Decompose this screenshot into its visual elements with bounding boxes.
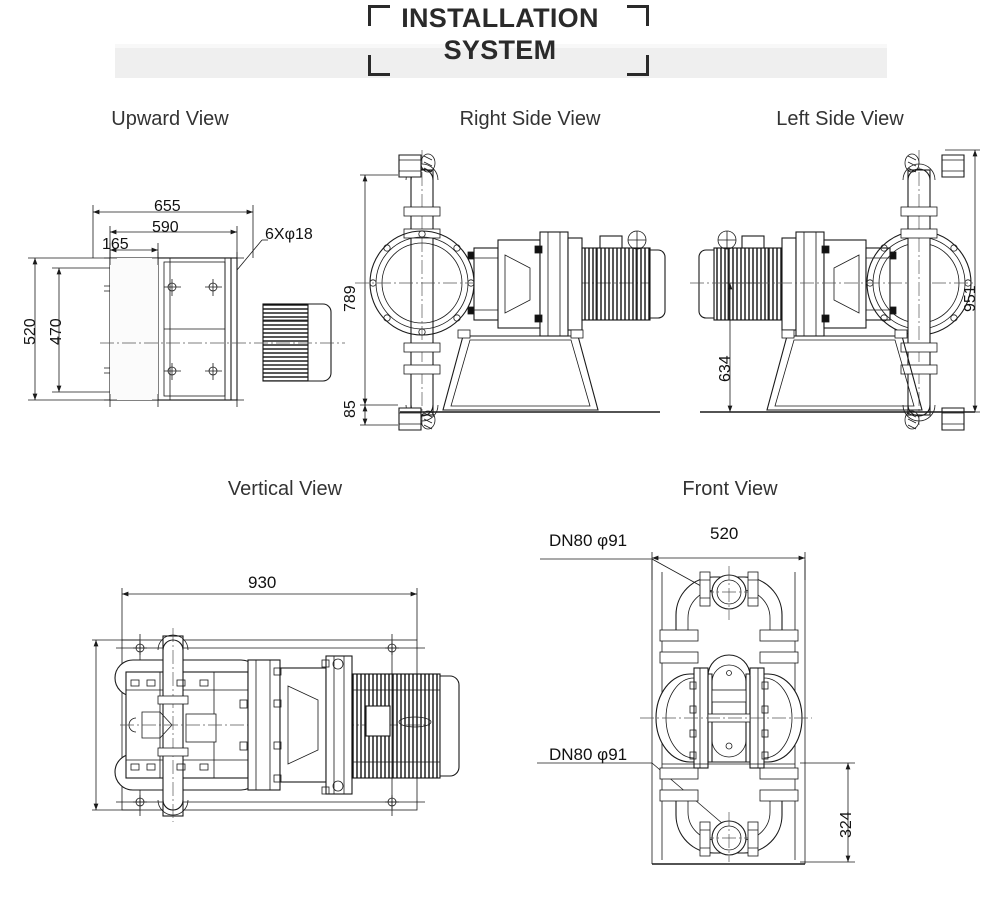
view-title-right-side: Right Side View (459, 108, 601, 130)
title-bracket-top-right (627, 5, 649, 26)
header-band-fade (115, 44, 887, 48)
view-title-upward: Upward View (111, 108, 229, 130)
title-bracket-bottom-left (368, 55, 390, 76)
page-title: INSTALLATION SYSTEM (0, 2, 1000, 66)
view-title-front: Front View (682, 478, 778, 500)
dim-vertical-930: 930 (248, 573, 277, 592)
dim-upward-hole-note: 6Xφ18 (265, 226, 313, 243)
view-title-left-side: Left Side View (776, 108, 904, 130)
vertical-view-drawing (92, 588, 460, 822)
header-band (115, 48, 887, 78)
page-title-line2: SYSTEM (443, 35, 557, 65)
dim-front-port-top: DN80 φ91 (549, 531, 628, 550)
left-side-view-drawing (690, 149, 980, 431)
front-view-drawing (537, 552, 855, 865)
title-bracket-bottom-right (627, 55, 649, 76)
dim-front-520: 520 (710, 524, 739, 543)
title-bracket-top-left (368, 5, 390, 26)
right-side-view-drawing (355, 150, 666, 431)
upward-view-drawing (28, 205, 345, 407)
view-title-vertical: Vertical View (227, 478, 343, 500)
page-title-line1: INSTALLATION (401, 3, 599, 33)
dim-front-port-bottom: DN80 φ91 (549, 745, 628, 764)
